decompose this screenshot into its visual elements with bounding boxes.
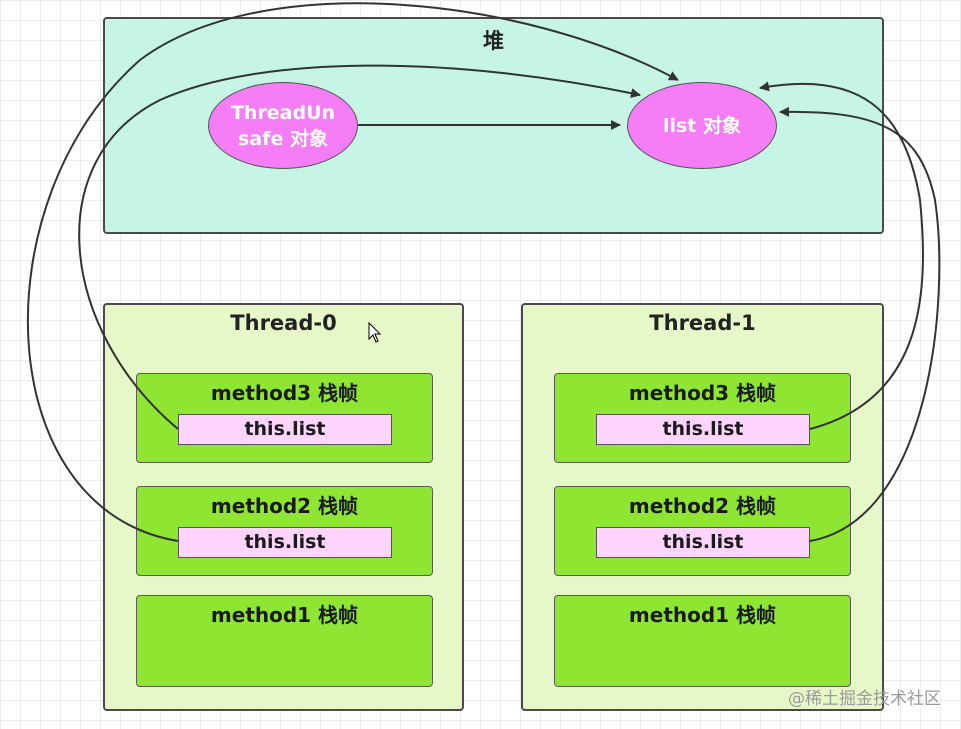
thread-unsafe-object: ThreadUn safe 对象 <box>208 82 358 169</box>
frame-label: method1 栈帧 <box>210 603 359 627</box>
thread-1-box: Thread-1 method3 栈帧 this.list method2 栈帧… <box>521 303 884 711</box>
thread-1-method2-frame: method2 栈帧 this.list <box>554 486 851 576</box>
this-list-ref: this.list <box>596 527 810 558</box>
thread-0-method3-frame: method3 栈帧 this.list <box>136 373 433 463</box>
watermark: @稀土掘金技术社区 <box>788 689 941 709</box>
frame-label: method3 栈帧 <box>628 381 777 405</box>
mouse-cursor-icon <box>368 322 382 343</box>
frame-label: method2 栈帧 <box>210 494 359 518</box>
frame-label: method3 栈帧 <box>210 381 359 405</box>
heap-title: 堆 <box>483 29 504 53</box>
thread-1-method3-frame: method3 栈帧 this.list <box>554 373 851 463</box>
thread-1-title: Thread-1 <box>649 311 756 335</box>
frame-label: method2 栈帧 <box>628 494 777 518</box>
this-list-ref: this.list <box>178 527 392 558</box>
this-list-ref: this.list <box>596 414 810 445</box>
this-list-ref: this.list <box>178 414 392 445</box>
thread-1-method1-frame: method1 栈帧 <box>554 595 851 687</box>
thread-0-title: Thread-0 <box>230 311 337 335</box>
thread-0-box: Thread-0 method3 栈帧 this.list method2 栈帧… <box>103 303 464 711</box>
thread-unsafe-object-label: ThreadUn safe 对象 <box>230 101 336 150</box>
list-object-label: list 对象 <box>662 114 742 137</box>
thread-0-method1-frame: method1 栈帧 <box>136 595 433 687</box>
list-object: list 对象 <box>627 82 777 169</box>
frame-label: method1 栈帧 <box>628 603 777 627</box>
thread-0-method2-frame: method2 栈帧 this.list <box>136 486 433 576</box>
